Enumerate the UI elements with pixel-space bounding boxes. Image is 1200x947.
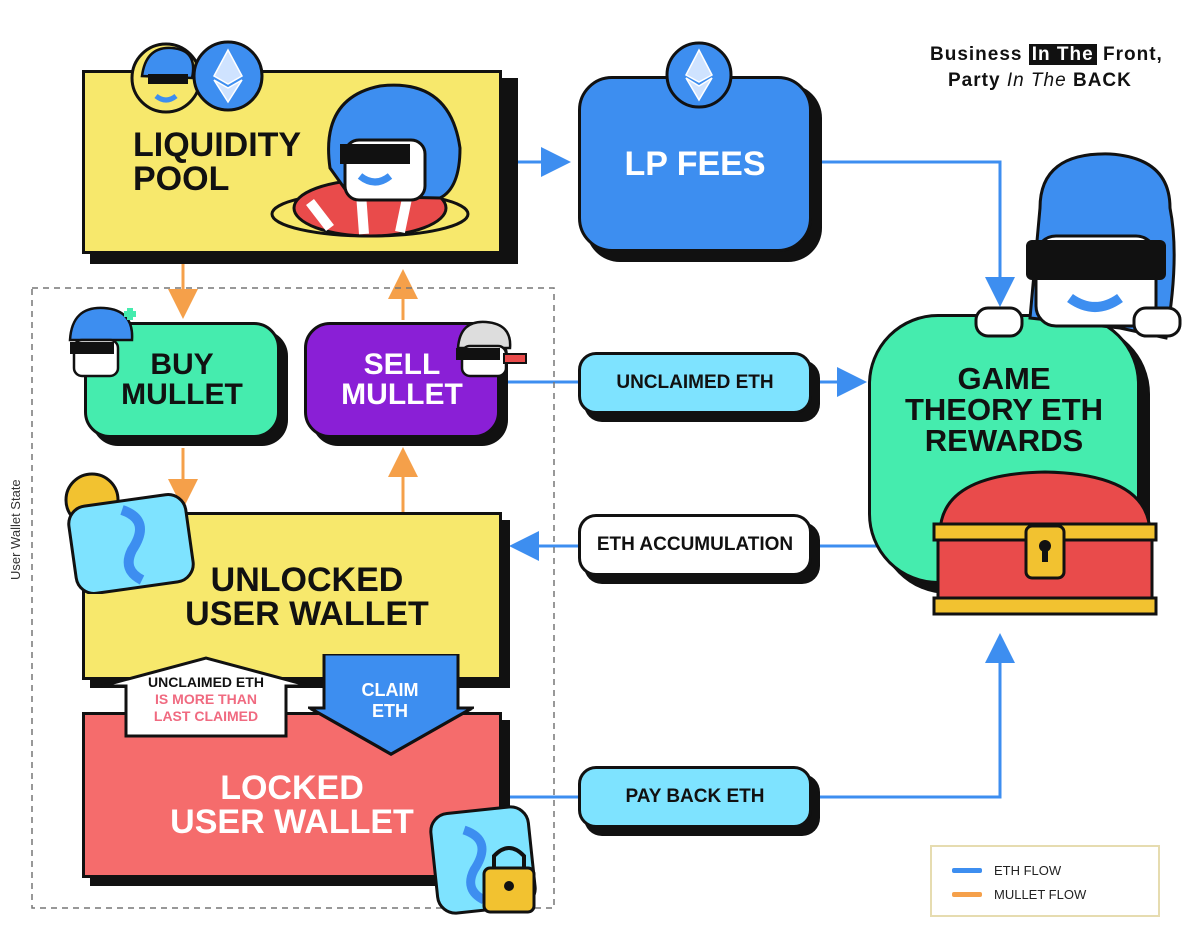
game-theory-line3: REWARDS (924, 423, 1084, 458)
locked-wallet-line1: LOCKED (220, 769, 364, 807)
up-arrow-line3: LAST CLAIMED (153, 708, 259, 724)
eth-accumulation-label: ETH ACCUMULATION (578, 514, 812, 576)
up-arrow-line2: IS MORE THAN (155, 691, 257, 707)
buy-mullet-line2: MULLET (121, 378, 243, 411)
up-arrow-line1: UNCLAIMED ETH (148, 674, 264, 690)
legend: ETH FLOW MULLET FLOW (930, 845, 1160, 917)
sell-avatar-minus-icon (456, 320, 527, 378)
game-theory-line2: THEORY ETH (904, 392, 1104, 427)
game-theory-line1: GAME (957, 361, 1051, 396)
buy-mullet-line1: BUY (150, 348, 214, 381)
unclaimed-eth-text: UNCLAIMED ETH (616, 372, 774, 393)
brand-line1-highlight: In The (1028, 44, 1097, 65)
unlocked-wallet-line2: USER WALLET (185, 595, 429, 633)
treasure-chest-illustration (932, 470, 1158, 616)
pay-back-eth-label: PAY BACK ETH (578, 766, 812, 828)
brand-line2-back: BACK (1072, 70, 1132, 91)
liquidity-pool-line1: LIQUIDITY (133, 126, 302, 164)
lp-fees-label: LP FEES (624, 145, 766, 183)
buy-avatar-plus-icon (68, 306, 136, 378)
sell-mullet-line1: SELL (363, 348, 441, 381)
brand-line1-a: Business (930, 44, 1029, 65)
brand-line2-a: Party (948, 70, 1007, 91)
eth-coin-icon (665, 41, 733, 109)
legend-mullet-flow: MULLET FLOW (952, 887, 1086, 902)
liquidity-pool-line2: POOL (133, 160, 230, 198)
claim-eth-down-arrow (308, 654, 474, 756)
brand-line1-b: Front, (1096, 44, 1163, 65)
unlocked-wallet-icon (64, 472, 195, 594)
legend-eth-flow: ETH FLOW (952, 863, 1061, 878)
eth-accumulation-text: ETH ACCUMULATION (596, 534, 794, 555)
eth-flow-swatch (952, 868, 982, 873)
sell-mullet-line2: MULLET (341, 378, 463, 411)
pay-back-eth-text: PAY BACK ETH (625, 786, 765, 807)
mullet-flow-swatch (952, 892, 982, 897)
mullet-in-float-illustration (270, 83, 470, 238)
locked-wallet-line2: USER WALLET (170, 803, 414, 841)
brand-line2-italic: In The (1006, 70, 1067, 91)
mullet-flow-lines (168, 258, 418, 512)
unclaimed-up-arrow (101, 656, 311, 738)
user-wallet-group-border (31, 287, 555, 909)
mullet-character-illustration (974, 152, 1182, 340)
claim-eth-text: CLAIM ETH (330, 680, 450, 722)
user-wallet-state-label: User Wallet State (8, 479, 23, 580)
claim-line2: ETH (372, 701, 408, 721)
fees-to-rewards-arrow (820, 160, 1015, 307)
avatar-and-eth-coin (130, 40, 264, 114)
eth-flow-label: ETH FLOW (994, 863, 1062, 878)
unlocked-wallet-line1: UNLOCKED (210, 561, 404, 599)
locked-wallet-icon (429, 805, 537, 915)
mullet-flow-label: MULLET FLOW (994, 887, 1087, 902)
unclaimed-up-arrow-text: UNCLAIMED ETH IS MORE THAN LAST CLAIMED (126, 674, 286, 725)
claim-line1: CLAIM (361, 680, 419, 700)
unclaimed-eth-label: UNCLAIMED ETH (578, 352, 812, 414)
brand-tagline: Business In The Front, Party In The BACK (930, 42, 1190, 94)
